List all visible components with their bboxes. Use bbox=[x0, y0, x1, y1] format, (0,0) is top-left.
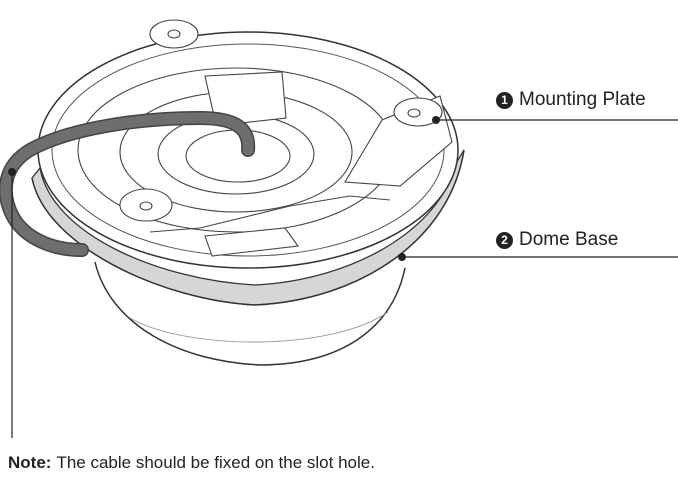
dome-bowl-rim bbox=[129, 311, 389, 343]
callout-number-1: 1 bbox=[496, 91, 513, 109]
callout-mounting-plate: 1 Mounting Plate bbox=[496, 89, 646, 111]
callout-dome-base: 2 Dome Base bbox=[496, 229, 618, 251]
leader-dot-cable bbox=[8, 168, 16, 176]
plate-bottom-tab bbox=[204, 227, 299, 257]
plate-lower-detail bbox=[149, 195, 391, 233]
leader-dot-mounting-plate bbox=[432, 116, 440, 124]
note-label: Note: bbox=[8, 453, 52, 472]
screw-hole-top bbox=[167, 29, 181, 39]
callout-label-mounting-plate: Mounting Plate bbox=[519, 89, 646, 110]
screw-hole-left bbox=[139, 201, 153, 211]
dome-base-band-lower-edge bbox=[31, 149, 465, 306]
leader-dot-dome-base bbox=[398, 253, 406, 261]
mounting-plate-rim bbox=[51, 43, 445, 257]
screw-hole-right bbox=[407, 108, 421, 118]
cable-fill bbox=[0, 112, 254, 256]
note-text: The cable should be fixed on the slot ho… bbox=[56, 453, 375, 472]
note: Note:The cable should be fixed on the sl… bbox=[8, 453, 375, 473]
plate-top-tab bbox=[204, 71, 287, 125]
callout-label-dome-base: Dome Base bbox=[519, 229, 619, 250]
callout-number-2: 2 bbox=[496, 231, 513, 249]
